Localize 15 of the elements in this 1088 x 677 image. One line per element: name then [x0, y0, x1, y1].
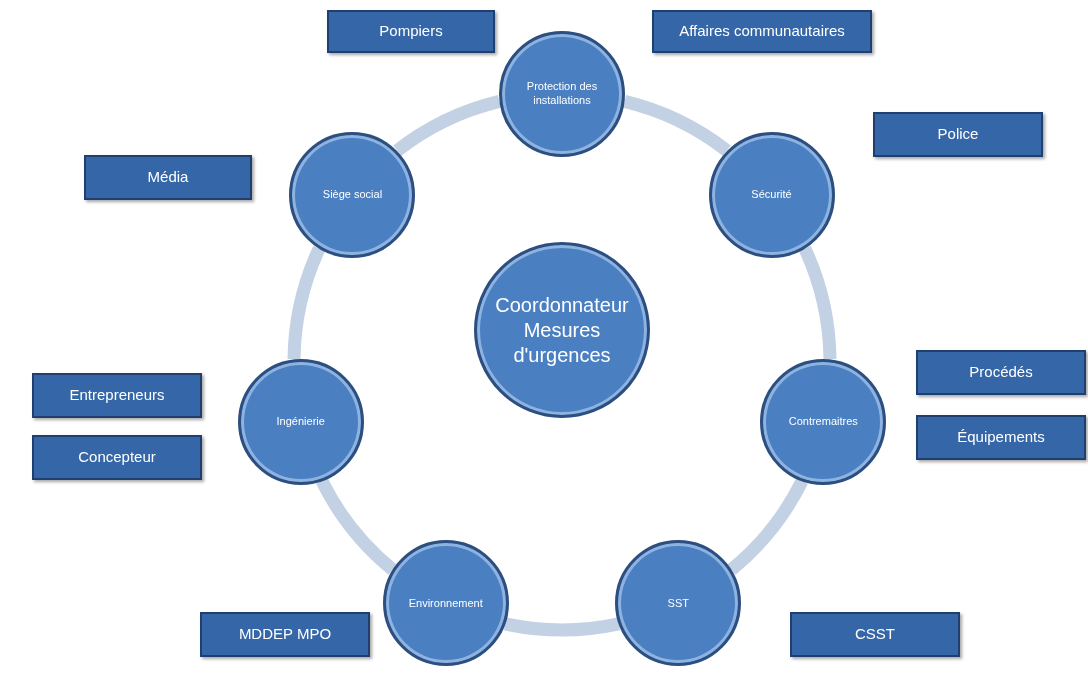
- label-box: CSST: [790, 612, 960, 657]
- ring-connector: [287, 246, 326, 360]
- label-box: Pompiers: [327, 10, 495, 53]
- label-box: Police: [873, 112, 1043, 157]
- label-box: Concepteur: [32, 435, 202, 480]
- label-box: Affaires communautaires: [652, 10, 872, 53]
- label-box: Entrepreneurs: [32, 373, 202, 418]
- label-box: Équipements: [916, 415, 1086, 460]
- label-box: MDDEP MPO: [200, 612, 370, 657]
- ring-connector: [504, 617, 620, 637]
- ring-connector: [316, 477, 397, 575]
- ring-connector: [727, 477, 808, 575]
- label-box: Média: [84, 155, 252, 200]
- ring-connector: [798, 246, 837, 360]
- label-box: Procédés: [916, 350, 1086, 395]
